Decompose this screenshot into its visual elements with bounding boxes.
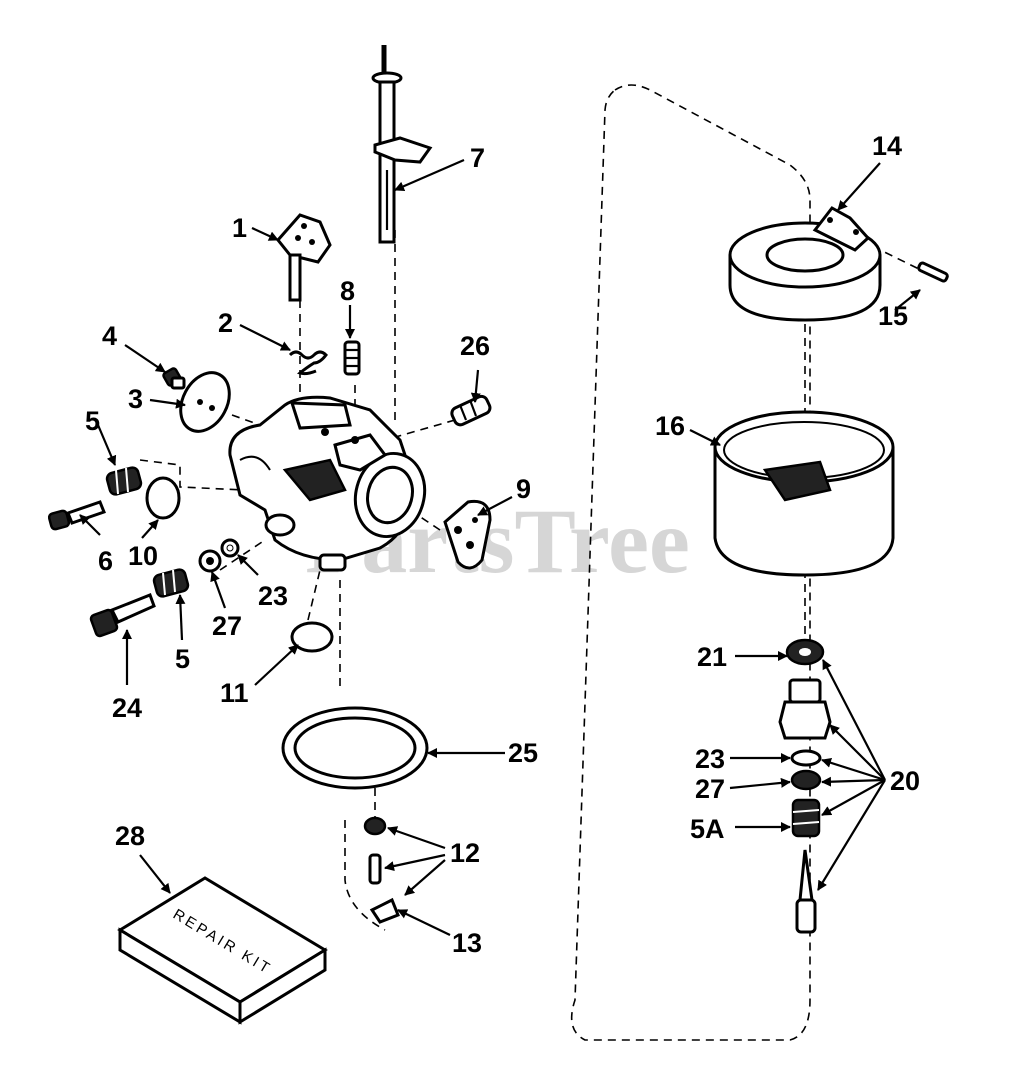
callout-12: 12 <box>450 838 480 868</box>
callout-28: 28 <box>115 821 145 851</box>
welch-plug-small <box>145 476 181 520</box>
leader-lines <box>79 158 921 936</box>
callout-1: 1 <box>232 213 247 243</box>
callout-numbers: 1 2 3 4 5 6 7 8 9 10 11 12 13 14 15 16 2… <box>85 131 920 958</box>
callout-23-left: 23 <box>258 581 288 611</box>
spring-5A <box>791 798 821 838</box>
float <box>728 206 882 322</box>
needle-spring-upper <box>105 466 143 496</box>
float-bowl <box>713 410 895 577</box>
carburetor-body <box>228 395 427 572</box>
callout-5A: 5A <box>690 814 725 844</box>
callout-10: 10 <box>128 541 158 571</box>
callout-8: 8 <box>340 276 355 306</box>
choke-screw <box>162 367 186 390</box>
bowl-nut-assembly <box>778 638 832 934</box>
choke-plate <box>179 371 231 433</box>
callout-13: 13 <box>452 928 482 958</box>
callout-24: 24 <box>112 693 142 723</box>
fuel-fitting <box>450 394 492 427</box>
callout-3: 3 <box>128 384 143 414</box>
repair-kit-box: REPAIR KIT <box>117 876 328 1025</box>
callout-16: 16 <box>655 411 685 441</box>
callout-23-right: 23 <box>695 744 725 774</box>
mounting-gasket <box>443 499 492 570</box>
callout-27-left: 27 <box>212 611 242 641</box>
callout-20: 20 <box>890 766 920 796</box>
welch-plug-large <box>290 621 334 653</box>
assembly-guide-lines <box>139 230 926 931</box>
main-mixture-needle <box>89 593 156 638</box>
choke-lever <box>276 213 332 302</box>
callout-27-right: 27 <box>695 774 725 804</box>
o-ring-23 <box>220 538 240 558</box>
callout-14: 14 <box>872 131 902 161</box>
needle-spring-lower <box>152 568 190 598</box>
callout-7: 7 <box>470 143 485 173</box>
callout-21: 21 <box>697 642 727 672</box>
inlet-needle-seat <box>363 816 387 885</box>
callout-5-lower: 5 <box>175 644 190 674</box>
washer-27b <box>790 769 822 791</box>
float-hinge-pin <box>917 261 949 283</box>
callout-25: 25 <box>508 738 538 768</box>
callout-11: 11 <box>220 678 249 708</box>
needle-clip <box>369 897 400 924</box>
bowl-nut <box>788 678 822 704</box>
callout-2: 2 <box>218 308 233 338</box>
idle-mixture-needle <box>47 500 106 531</box>
callout-15: 15 <box>878 301 908 331</box>
callout-4: 4 <box>102 321 117 351</box>
bowl-group-enclosure <box>570 84 811 1041</box>
choke-spring <box>288 350 328 376</box>
choke-shaft <box>371 45 433 244</box>
throttle-spring <box>343 340 361 376</box>
o-ring-washer-27 <box>198 549 222 573</box>
callout-5-upper: 5 <box>85 406 100 436</box>
o-ring-23b <box>790 749 822 767</box>
callout-26: 26 <box>460 331 490 361</box>
callout-6: 6 <box>98 546 113 576</box>
callout-9: 9 <box>516 474 531 504</box>
bowl-gasket <box>281 706 429 790</box>
